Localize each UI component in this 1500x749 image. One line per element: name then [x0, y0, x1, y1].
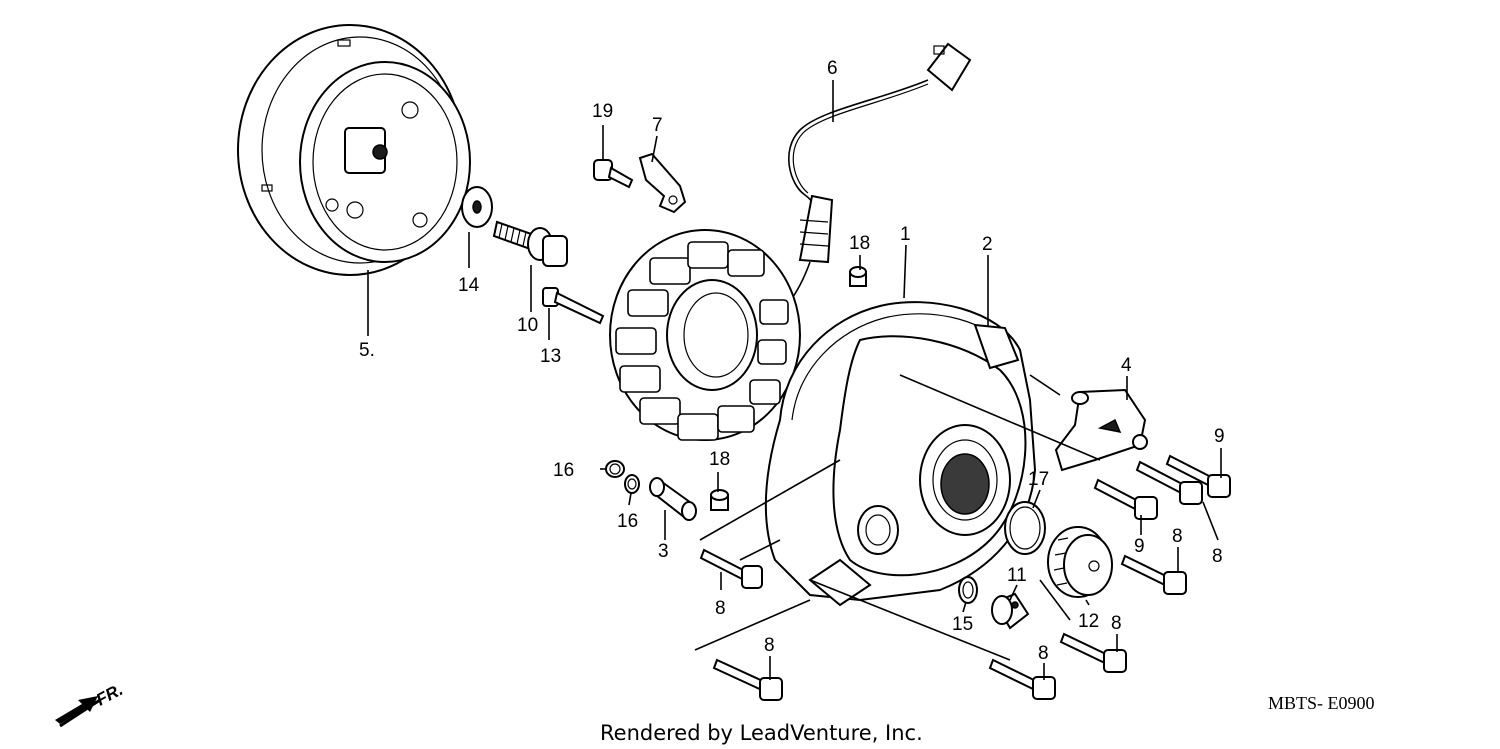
callout-8-right-top: 8 [1212, 546, 1223, 567]
callout-1: 1 [900, 224, 911, 245]
callout-8-bottom-right: 8 [1111, 613, 1122, 634]
callout-8-bottom-mid: 8 [1038, 643, 1049, 664]
washer-small-part[interactable] [958, 576, 978, 604]
o-ring-part[interactable] [1004, 501, 1046, 555]
plug-part[interactable] [991, 592, 1030, 630]
callout-11: 11 [1007, 565, 1027, 586]
callout-leaders [367, 80, 1222, 680]
cover-bolts[interactable] [699, 454, 1231, 701]
o-ring-small-part[interactable] [605, 460, 640, 494]
callout-8-bottom-left: 8 [764, 635, 775, 656]
callout-17: 17 [1028, 469, 1049, 490]
bracket-part[interactable] [1054, 388, 1148, 472]
front-direction-arrow-icon: FR. [55, 680, 126, 728]
callout-4: 4 [1121, 355, 1132, 376]
stator-bolt-part[interactable] [542, 287, 605, 325]
callout-9-upper: 9 [1214, 426, 1225, 447]
cap-plug-part[interactable] [1047, 526, 1113, 598]
callout-labels: 5. 14 10 13 19 7 6 18 1 2 4 9 8 9 8 17 1… [359, 58, 1225, 664]
bolt-8-left[interactable] [699, 548, 763, 589]
callout-14: 14 [458, 275, 480, 296]
callout-18-lower: 18 [709, 449, 730, 470]
crankcase-cover-part[interactable] [764, 301, 1037, 607]
callout-2: 2 [982, 234, 993, 255]
callout-12: 12 [1078, 611, 1099, 632]
bolt-9-upper[interactable] [1165, 454, 1231, 498]
bolt-8-bottom-mid[interactable] [988, 658, 1056, 700]
dowel-pin-top-part[interactable] [849, 266, 867, 287]
callout-3: 3 [658, 541, 669, 562]
callout-8-right-mid: 8 [1172, 526, 1183, 547]
callout-8-left: 8 [715, 598, 726, 619]
flywheel-part[interactable] [237, 24, 471, 276]
flywheel-bolt-part[interactable] [492, 220, 568, 267]
collar-part[interactable] [649, 477, 697, 521]
callout-10: 10 [517, 315, 538, 336]
callout-6: 6 [827, 58, 838, 79]
credit-text: Rendered by LeadVenture, Inc. [600, 721, 923, 745]
small-bolt-part[interactable] [593, 159, 634, 189]
wire-clamp-part[interactable] [638, 152, 687, 214]
stator-part[interactable] [609, 229, 801, 441]
washer-part[interactable] [461, 186, 493, 228]
front-direction-label: FR. [93, 680, 126, 710]
bolt-8-bottom-right[interactable] [1059, 632, 1127, 673]
dowel-pin-lower-part[interactable] [710, 489, 729, 511]
bolt-9-lower[interactable] [1093, 478, 1158, 520]
callout-19: 19 [592, 101, 613, 122]
callout-15: 15 [952, 614, 973, 635]
callout-5: 5. [359, 340, 375, 361]
wire-harness-part[interactable] [781, 42, 972, 316]
callout-7: 7 [652, 115, 663, 136]
bolt-8-right-top[interactable] [1135, 460, 1203, 505]
callout-18-top: 18 [849, 233, 870, 254]
callout-9-lower: 9 [1134, 536, 1145, 557]
callout-16-left: 16 [553, 460, 574, 481]
bolt-8-right-mid[interactable] [1120, 554, 1187, 595]
callout-13: 13 [540, 346, 561, 367]
bolt-8-bottom-left[interactable] [712, 658, 783, 701]
diagram-code: MBTS- E0900 [1268, 693, 1375, 713]
alignment-lines [694, 374, 1101, 661]
callout-16-lower: 16 [617, 511, 638, 532]
